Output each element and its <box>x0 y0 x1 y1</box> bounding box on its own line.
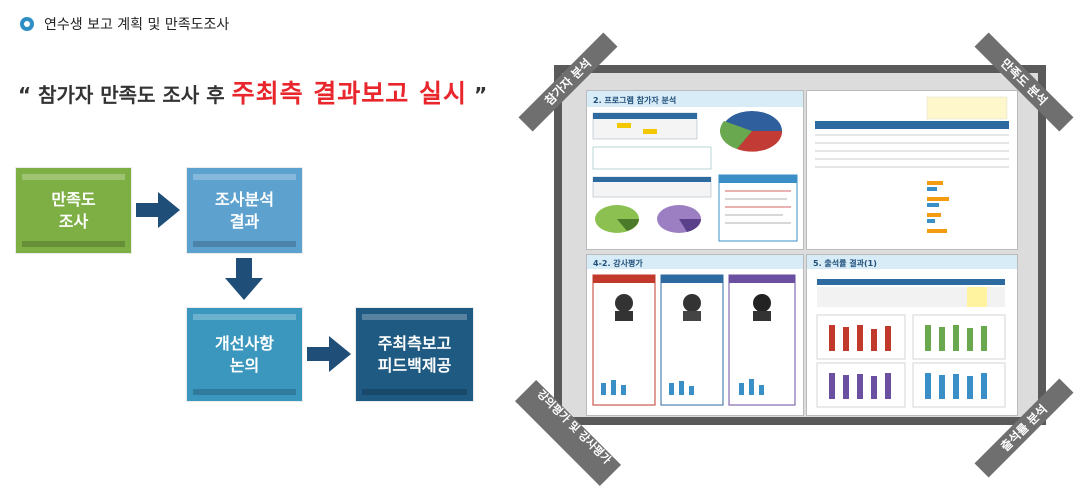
slide-lecturer-evaluation: 4-2. 강사평가 <box>586 254 804 416</box>
arrow-right-icon <box>307 336 351 372</box>
section-header: 연수생 보고 계획 및 만족도조사 <box>20 14 229 34</box>
report-thumbnail-panel: 2. 프로그램 참가자 분석 <box>514 32 1076 486</box>
bullet-icon <box>20 17 34 31</box>
flow-step-survey: 만족도 조사 <box>16 168 131 253</box>
arrow-right-icon <box>136 192 180 228</box>
section-title: 연수생 보고 계획 및 만족도조사 <box>44 17 230 33</box>
quote-close: ” <box>466 83 488 107</box>
slide-title: 5. 출석률 결과(1) <box>813 259 877 268</box>
slide-title: 2. 프로그램 참가자 분석 <box>593 96 677 105</box>
flow-step-improvement: 개선사항 논의 <box>187 308 302 401</box>
slide-title: 4-2. 강사평가 <box>593 259 643 268</box>
flow-step-report: 주최측보고 피드백제공 <box>356 308 473 401</box>
slide-satisfaction-analysis <box>806 90 1018 250</box>
quote-open: “ 참가자 만족도 조사 후 <box>18 83 232 107</box>
quote-highlight: 주최측 결과보고 실시 <box>231 79 467 108</box>
slide-attendance-results: 5. 출석률 결과(1) <box>806 254 1018 416</box>
slide-participant-analysis: 2. 프로그램 참가자 분석 <box>586 90 804 250</box>
flow-step-analysis: 조사분석 결과 <box>187 168 302 253</box>
arrow-down-icon <box>225 258 263 300</box>
quote-line: “ 참가자 만족도 조사 후 주최측 결과보고 실시 ” <box>18 74 487 110</box>
